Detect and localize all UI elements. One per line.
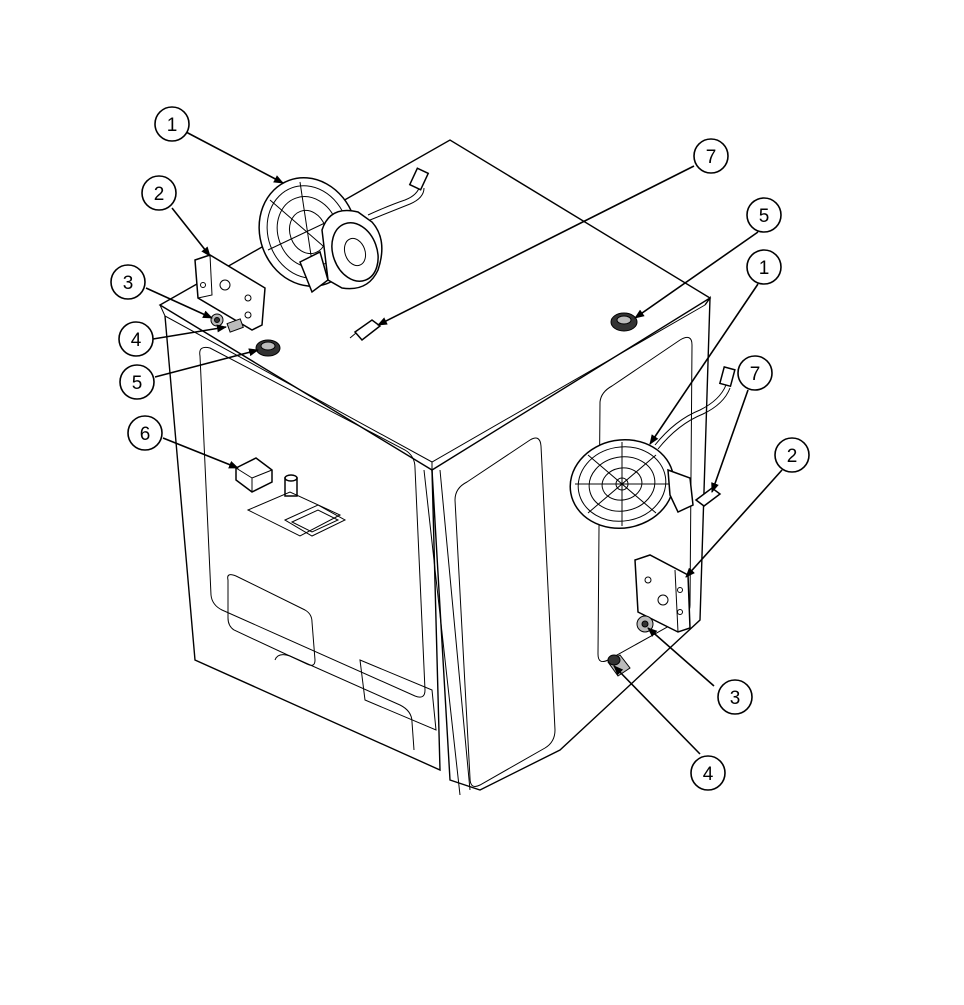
callout-2-lower: 2 [774,437,810,473]
callout-7-lower: 7 [737,355,773,391]
callout-label: 6 [140,424,151,445]
right-window [597,336,693,662]
cab-right-face [431,295,711,791]
callout-5-right: 5 [746,197,782,233]
callout-label: 3 [123,273,134,294]
callout-label: 2 [787,446,798,467]
hardware-upper-left [210,313,281,357]
grommet-roof-right [610,312,638,332]
callout-7-upper: 7 [693,138,729,174]
callout-label: 3 [730,688,741,709]
leader-lines [145,131,783,755]
callout-label: 1 [759,258,770,279]
callout-1-upper: 1 [154,106,190,142]
callout-label: 5 [759,206,770,227]
callout-label: 4 [131,330,142,351]
callout-2-upper: 2 [141,175,177,211]
mounting-bracket-lower [634,554,691,633]
callout-label: 2 [154,184,165,205]
mounting-bracket-upper [194,254,266,331]
callout-3-lower: 3 [717,679,753,715]
right-door-panel [454,437,556,787]
callout-1-lower: 1 [746,249,782,285]
callout-3-upper: 3 [110,264,146,300]
callout-label: 7 [706,147,717,168]
cab-left-face [164,315,441,772]
switch-panel [235,457,347,537]
callout-4-lower: 4 [690,755,726,791]
callout-label: 1 [167,115,178,136]
callout-4-upper: 4 [118,321,154,357]
callout-5-upper: 5 [119,364,155,400]
callout-label: 7 [750,364,761,385]
connector-roof [349,319,382,342]
callout-label: 5 [132,373,143,394]
callout-label: 4 [703,764,714,785]
fan-assembly-upper [258,167,430,294]
callout-6: 6 [127,415,163,451]
cab-body [158,139,712,796]
left-window [199,346,426,698]
fan-assembly-lower [569,366,736,530]
